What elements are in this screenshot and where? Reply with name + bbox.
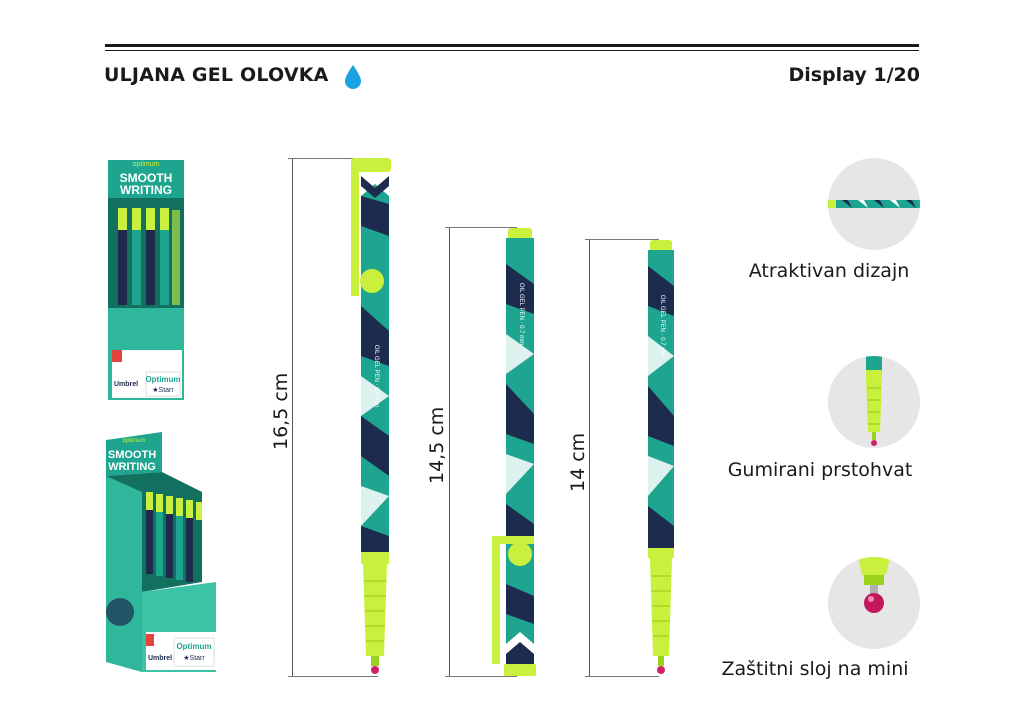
page-title: ULJANA GEL OLOVKA	[104, 64, 329, 86]
protective-tip-icon	[858, 557, 890, 613]
rubber-grip-icon	[866, 356, 882, 446]
pen-without-cap: OIL GEL PEN · 0.7 mm	[648, 240, 674, 674]
dimension-tick-2-bottom	[445, 676, 517, 677]
feature-tip-circle	[828, 557, 920, 649]
display-box-front: optimum SMOOTH WRITING Optimum ★Starr Um…	[108, 160, 184, 400]
dimension-line-1	[292, 158, 293, 676]
svg-text:optimum: optimum	[122, 438, 145, 444]
dimension-line-3	[589, 239, 590, 676]
pen-with-cap-posted: OIL GEL PEN · 0.7 mm	[492, 228, 536, 676]
header-rule-thin	[105, 50, 919, 51]
box1-headline-1: SMOOTH	[120, 171, 173, 185]
feature-design-circle	[828, 158, 920, 250]
pen-design-icon	[828, 200, 920, 208]
feature-grip-label: Gumirani prstohvat	[727, 459, 913, 481]
box2-headline-2: WRITING	[108, 461, 156, 473]
dimension-line-2	[449, 227, 450, 676]
svg-text:OIL GEL PEN · 0.7 mm: OIL GEL PEN · 0.7 mm	[373, 345, 379, 407]
svg-text:OIL GEL PEN · 0.7 mm: OIL GEL PEN · 0.7 mm	[659, 295, 665, 357]
svg-text:OIL GEL PEN · 0.7 mm: OIL GEL PEN · 0.7 mm	[518, 283, 524, 345]
box2-brand: Optimum	[176, 642, 211, 651]
box2-brand-2: ★Starr	[183, 654, 205, 662]
dimension-tick-2-top	[445, 227, 517, 228]
ink-drop-icon	[345, 65, 361, 89]
dimension-tick-1-bottom	[288, 676, 378, 677]
feature-grip-circle	[828, 356, 920, 448]
pen-with-cap-on-top: OIL GEL PEN · 0.7 mm	[351, 158, 391, 674]
box1-product: Umbrel	[114, 381, 138, 388]
display-box-angled: optimum SMOOTH WRITING Optimum ★Starr Um…	[106, 432, 216, 672]
pen-3-length: 14 cm	[567, 432, 589, 492]
box2-headline-1: SMOOTH	[108, 449, 156, 461]
display-count: Display 1/20	[788, 64, 920, 86]
dimension-tick-1-top	[288, 158, 362, 159]
header-rule-thick	[105, 44, 919, 47]
feature-tip-label: Zaštitni sloj na mini	[721, 658, 909, 680]
feature-design-label: Atraktivan dizajn	[748, 260, 910, 282]
box1-brand: Optimum	[145, 375, 180, 384]
box2-product: Umbrel	[148, 655, 172, 662]
box1-headline-2: WRITING	[120, 183, 172, 197]
box1-brand-2: ★Starr	[152, 386, 174, 394]
pen-1-length: 16,5 cm	[270, 372, 292, 450]
dimension-tick-3-top	[585, 239, 659, 240]
svg-text:optimum: optimum	[133, 161, 160, 168]
pen-2-length: 14,5 cm	[426, 406, 448, 484]
dimension-tick-3-bottom	[585, 676, 659, 677]
